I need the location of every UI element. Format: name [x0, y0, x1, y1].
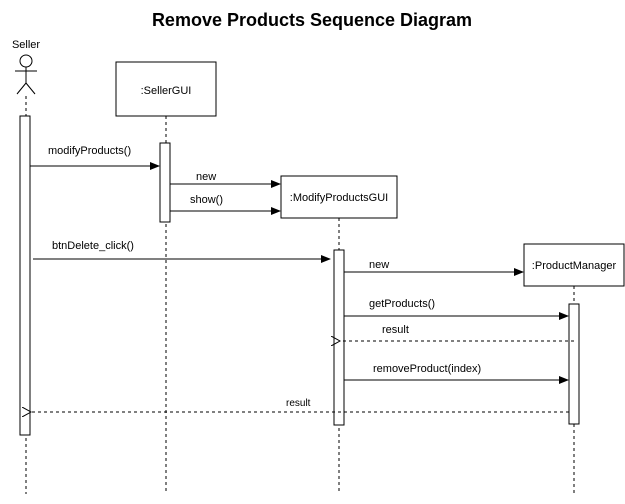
seller-gui-box: :SellerGUI [115, 61, 217, 117]
modify-products-gui-label: :ModifyProductsGUI [290, 192, 388, 204]
return-get-products-result: result [340, 324, 574, 341]
message-remove-product: removeProduct(index) [344, 363, 569, 384]
message-modify-products: modifyProducts() [30, 145, 160, 170]
product-manager-box: :ProductManager [523, 243, 625, 287]
message-new-product-manager: new [344, 259, 524, 276]
message-label: new [196, 171, 216, 183]
seller-actor: Seller [12, 39, 40, 95]
diagram-title: Remove Products Sequence Diagram [152, 10, 472, 30]
seller-activation-bar [19, 115, 31, 436]
seller-label: Seller [12, 39, 40, 51]
seller-gui-activation-bar [159, 142, 171, 223]
stick-figure-icon [15, 54, 37, 95]
message-show: show() [170, 194, 281, 215]
message-label: new [369, 259, 389, 271]
message-label: modifyProducts() [48, 145, 131, 157]
return-final-result: result [31, 398, 569, 412]
message-new-modify-gui: new [170, 171, 281, 188]
message-label: getProducts() [369, 298, 435, 310]
seller-gui-label: :SellerGUI [141, 85, 192, 97]
message-label: result [286, 398, 311, 409]
message-get-products: getProducts() [344, 298, 569, 320]
modify-products-gui-activation-bar [333, 249, 345, 426]
modify-products-gui-box: :ModifyProductsGUI [280, 175, 398, 219]
message-label: result [382, 324, 409, 336]
product-manager-label: :ProductManager [532, 260, 617, 272]
message-label: show() [190, 194, 223, 206]
message-btn-delete-click: btnDelete_click() [33, 240, 331, 263]
message-label: removeProduct(index) [373, 363, 481, 375]
message-label: btnDelete_click() [52, 240, 134, 252]
product-manager-activation-bar [568, 303, 580, 425]
